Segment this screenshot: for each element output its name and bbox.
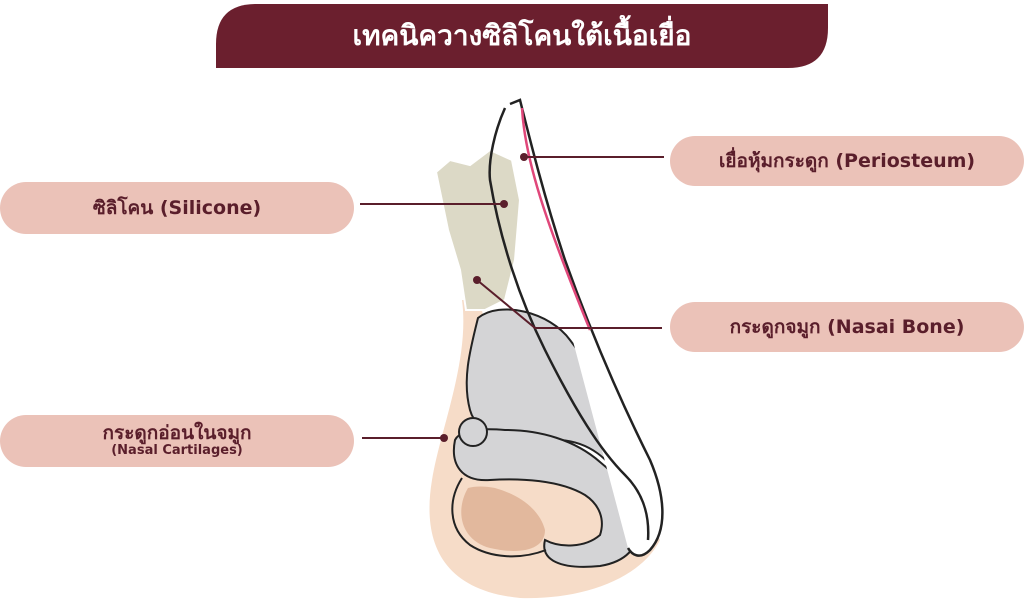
label-silicone: ซิลิโคน (Silicone) (0, 182, 354, 234)
label-silicone-text: ซิลิโคน (Silicone) (92, 196, 262, 219)
periosteum-line (520, 107, 592, 331)
label-cartilage-main-text: กระดูกอ่อนในจมูก (102, 422, 252, 445)
label-cartilage-sub-text: (Nasal Cartilages) (111, 443, 243, 459)
leader-dot-cartilage (440, 434, 448, 442)
label-periosteum: เยื่อหุ้มกระดูก (Periosteum) (670, 136, 1024, 186)
alar-cartilage (452, 428, 640, 568)
sesamoid-cartilage (458, 417, 488, 447)
leader-dot-silicone (500, 200, 508, 208)
title-banner: เทคนิควางซิลิโคนใต้เนื้อเยื่อ (216, 4, 828, 68)
leader-dot-periosteum (520, 153, 528, 161)
leader-nasal-bone (476, 279, 662, 329)
label-nasal-bone-text: กระดูกจมูก (Nasai Bone) (729, 315, 965, 338)
label-nasal-cartilage: กระดูกอ่อนในจมูก (Nasal Cartilages) (0, 415, 354, 467)
leader-dot-nasal-bone (473, 276, 481, 284)
dorsum-inner-line (488, 107, 650, 541)
silicone-implant (434, 148, 522, 311)
label-nasal-bone: กระดูกจมูก (Nasai Bone) (670, 302, 1024, 352)
title-banner-shape (216, 4, 828, 68)
page-title: เทคนิควางซิลิโคนใต้เนื้อเยื่อ (352, 19, 692, 52)
nostril-rim (451, 477, 547, 558)
nostril (461, 486, 545, 551)
label-periosteum-text: เยื่อหุ้มกระดูก (Periosteum) (718, 149, 976, 172)
